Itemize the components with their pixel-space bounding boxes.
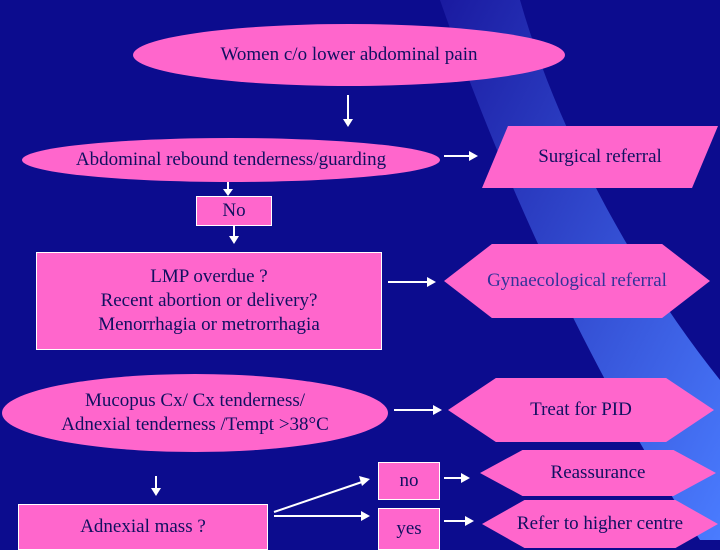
arrow-lmp-to-gynae xyxy=(388,277,436,287)
arrow-yes-to-refer xyxy=(444,516,474,526)
arrow-rebound-to-surgical xyxy=(444,151,478,161)
node-treat-pid: Treat for PID xyxy=(448,378,714,442)
node-reassurance: Reassurance xyxy=(480,450,716,496)
arrow-no-to-reassurance xyxy=(444,473,470,483)
node-gynaecological-referral: Gynaecological referral xyxy=(444,244,710,318)
node-abdominal-rebound: Abdominal rebound tenderness/guarding xyxy=(22,138,440,182)
arrow-adnexal-to-no xyxy=(273,476,370,513)
node-mucopus: Mucopus Cx/ Cx tenderness/ Adnexial tend… xyxy=(2,374,388,452)
node-start: Women c/o lower abdominal pain xyxy=(133,24,565,86)
arrow-mucopus-to-pid xyxy=(394,405,442,415)
node-no: No xyxy=(196,196,272,226)
node-no-answer: no xyxy=(378,462,440,500)
arrow-no-to-lmp xyxy=(229,226,239,244)
node-lmp-overdue: LMP overdue ? Recent abortion or deliver… xyxy=(36,252,382,350)
arrow-start-to-rebound xyxy=(343,95,353,127)
arrow-adnexal-to-yes xyxy=(274,511,370,521)
node-yes-answer: yes xyxy=(378,508,440,550)
node-adnexal-mass: Adnexial mass ? xyxy=(18,504,268,550)
node-refer-higher-centre: Refer to higher centre xyxy=(482,500,718,548)
arrow-mucopus-to-adnexal xyxy=(151,476,161,496)
arrow-rebound-to-no xyxy=(223,182,233,196)
node-surgical-referral: Surgical referral xyxy=(482,126,718,188)
